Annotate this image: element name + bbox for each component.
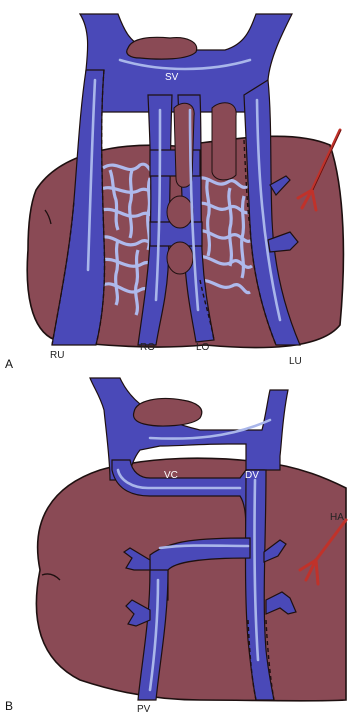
label-dv: DV [245,470,259,481]
label-ha: HA [330,512,344,523]
sinus-venosus-blob-b [133,399,201,427]
label-lu: LU [289,356,302,367]
label-pv: PV [137,704,151,713]
label-lo: LO [196,342,210,353]
panel-a: SV RU RO LO LU A [5,14,343,371]
panel-label-b: B [5,699,13,713]
panel-label-a: A [5,357,13,371]
label-ru: RU [50,350,64,361]
label-vc: VC [164,470,178,481]
sinus-venosus-blob-a [127,37,197,59]
label-sv: SV [165,72,179,83]
label-ro: RO [140,342,155,353]
panel-b: VC DV HA PV B [5,378,346,713]
